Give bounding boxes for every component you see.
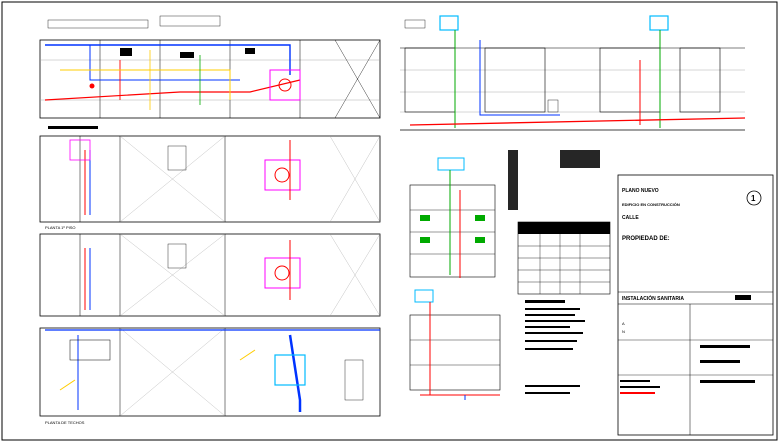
title-line-3: CALLE [622,215,639,221]
section-detail-upper [409,150,600,278]
fixture-table [517,221,611,295]
title-line-2: EDIFICIO EN CONSTRUCCIÓN [622,202,680,207]
notes-block [525,300,585,394]
sheet-number-circle [746,190,762,206]
label-first-floor: PLANTA 1º PISO [45,225,76,230]
plan-ground-floor [39,15,381,129]
plan-roof: PLANTA DE TECHOS [39,327,381,425]
label-roof: PLANTA DE TECHOS [45,420,85,425]
sheet-number: 1 [751,194,756,203]
legend-symbol-a: A [622,321,625,326]
elevation-section [400,15,746,131]
title-block: 1 PLANO NUEVO EDIFICIO EN CONSTRUCCIÓN C… [617,174,774,436]
plan-first-floor: PLANTA 1º PISO [39,135,381,230]
sheet-title: INSTALACIÓN SANITARIA [622,294,684,302]
owner-label: PROPIEDAD DE: [622,236,670,242]
section-detail-lower [409,289,501,400]
legend-symbol-n: N [622,329,625,334]
title-line-1: PLANO NUEVO [622,188,659,194]
plan-second-floor [39,233,381,317]
